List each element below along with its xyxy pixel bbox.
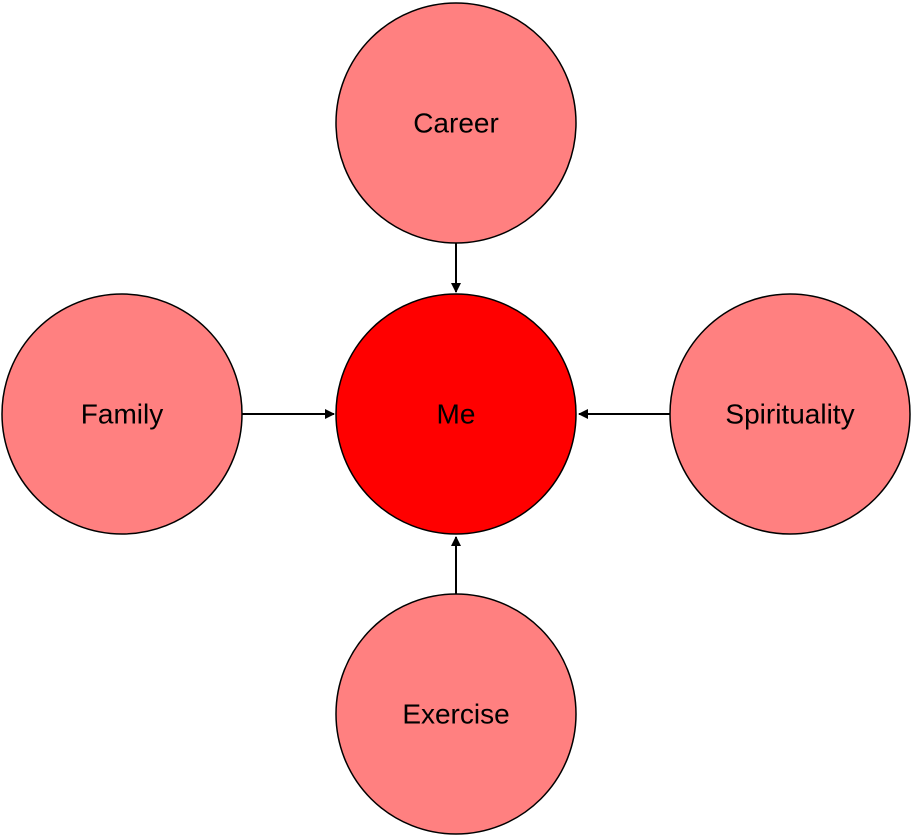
spirituality-circle (669, 293, 911, 535)
me-circle (335, 293, 577, 535)
me-label: Me (437, 399, 476, 430)
family-circle (1, 293, 243, 535)
node-me[interactable]: Me (335, 293, 577, 535)
family-label: Family (81, 399, 163, 430)
node-family[interactable]: Family (1, 293, 243, 535)
career-circle (335, 2, 577, 244)
node-career[interactable]: Career (335, 2, 577, 244)
node-exercise[interactable]: Exercise (335, 593, 577, 835)
exercise-circle (335, 593, 577, 835)
node-spirituality[interactable]: Spirituality (669, 293, 911, 535)
exercise-label: Exercise (402, 699, 509, 730)
spirituality-label: Spirituality (725, 399, 854, 430)
career-label: Career (413, 108, 499, 139)
